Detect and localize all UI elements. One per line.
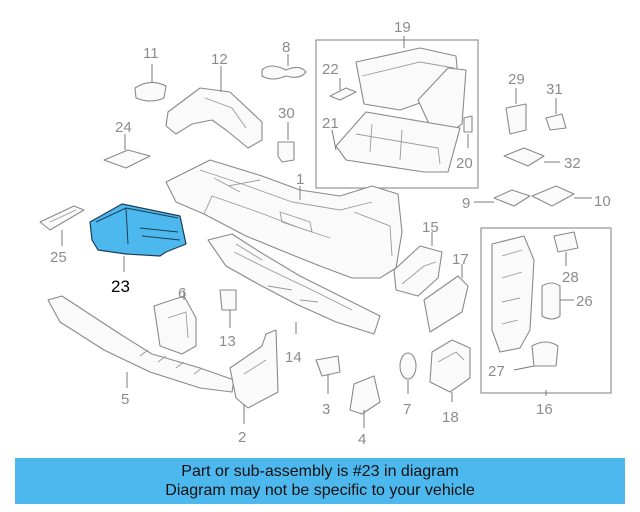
parts-diagram: 1 2 3 4 5 6 7 8 9 10 11 12 13 14 15 16 1… <box>39 19 612 448</box>
callout-1: 1 <box>296 171 304 188</box>
part-3[interactable] <box>315 355 341 394</box>
callout-31: 31 <box>546 81 563 98</box>
callout-11: 11 <box>143 45 159 62</box>
callout-23: 23 <box>111 277 130 296</box>
part-28[interactable] <box>553 231 579 266</box>
callout-16: 16 <box>536 401 553 418</box>
part-8[interactable] <box>261 54 307 80</box>
callout-29: 29 <box>508 71 525 88</box>
callout-8: 8 <box>282 39 290 56</box>
callout-20: 20 <box>456 155 473 172</box>
callout-32: 32 <box>564 155 581 172</box>
callout-19: 19 <box>394 19 411 36</box>
callout-18: 18 <box>442 409 459 426</box>
part-29[interactable] <box>505 88 527 135</box>
part-30[interactable] <box>277 122 295 163</box>
part-18[interactable] <box>429 339 471 402</box>
part-4[interactable] <box>349 375 381 428</box>
part-25[interactable] <box>39 205 85 246</box>
callout-26: 26 <box>576 293 593 310</box>
part-11[interactable] <box>134 64 167 102</box>
part-27[interactable] <box>513 341 559 371</box>
part-17[interactable] <box>423 264 469 333</box>
part-24[interactable] <box>103 134 151 169</box>
callout-21: 21 <box>322 115 339 132</box>
callout-4: 4 <box>358 431 366 448</box>
part-31[interactable] <box>545 98 567 131</box>
part-22[interactable] <box>329 78 357 101</box>
callout-5: 5 <box>121 391 129 408</box>
callout-7: 7 <box>403 401 411 418</box>
part-16-bezel[interactable] <box>491 235 535 353</box>
callout-27: 27 <box>488 363 505 380</box>
banner-line-2: Diagram may not be specific to your vehi… <box>165 482 475 499</box>
part-32[interactable] <box>503 147 560 167</box>
info-banner: Part or sub-assembly is #23 in diagram D… <box>15 458 625 504</box>
callout-22: 22 <box>322 61 339 78</box>
part-23-highlighted[interactable] <box>89 203 187 272</box>
banner-line-1: Part or sub-assembly is #23 in diagram <box>181 463 459 480</box>
part-12[interactable] <box>165 66 263 149</box>
part-26[interactable] <box>541 282 574 320</box>
part-9[interactable] <box>474 189 531 207</box>
callout-25: 25 <box>50 249 67 266</box>
callout-15: 15 <box>422 219 439 236</box>
callout-2: 2 <box>238 429 246 446</box>
part-6[interactable] <box>153 290 197 355</box>
callout-3: 3 <box>322 401 330 418</box>
part-13[interactable] <box>219 289 237 328</box>
callout-6: 6 <box>178 285 186 302</box>
part-21[interactable] <box>331 111 461 173</box>
part-10[interactable] <box>531 185 592 207</box>
part-2[interactable] <box>229 329 279 424</box>
part-7[interactable] <box>399 352 417 394</box>
callout-9: 9 <box>462 195 470 212</box>
group-box-19 <box>315 39 479 189</box>
callout-10: 10 <box>594 193 611 210</box>
part-15[interactable] <box>393 232 443 297</box>
callout-30: 30 <box>278 105 295 122</box>
callout-12: 12 <box>211 51 228 68</box>
callout-13: 13 <box>219 333 236 350</box>
part-20[interactable] <box>463 115 473 148</box>
part-1[interactable] <box>165 159 403 279</box>
callout-14: 14 <box>285 349 302 366</box>
part-19[interactable] <box>355 36 467 135</box>
callout-17: 17 <box>452 251 469 268</box>
part-14[interactable] <box>207 233 381 335</box>
part-5[interactable] <box>47 295 235 393</box>
callout-24: 24 <box>115 119 132 136</box>
callout-28: 28 <box>562 269 579 286</box>
